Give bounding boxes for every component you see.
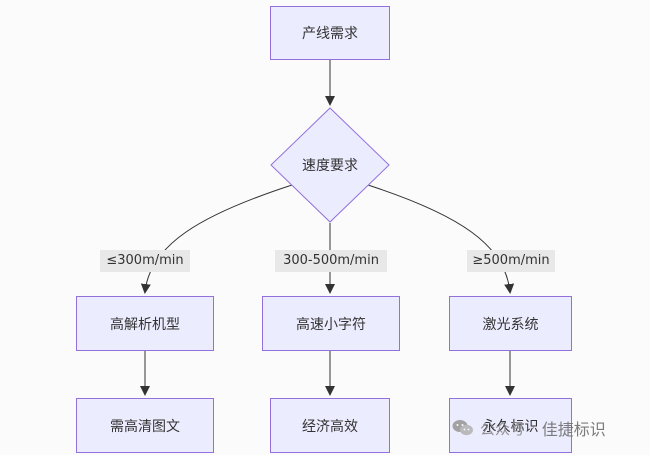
node-right-mid-label: 激光系统 xyxy=(482,316,539,333)
edge-label-left: ≤300m/min xyxy=(100,250,190,272)
decision-label: 速度要求 xyxy=(302,158,358,174)
edge-decision-to-right xyxy=(367,184,515,294)
watermark-platform: 公众号 xyxy=(480,419,526,438)
node-left-bottom-label: 需高清图文 xyxy=(110,418,180,435)
node-left-mid-label: 高解析机型 xyxy=(110,316,180,333)
node-left-bottom: 需高清图文 xyxy=(76,398,214,453)
node-right-bottom: 永久标识 xyxy=(449,398,572,453)
node-center-mid-label: 高速小字符 xyxy=(296,316,366,333)
decision-diamond xyxy=(270,107,390,223)
edge-label-right: ≥500m/min xyxy=(467,250,555,272)
node-left-mid: 高解析机型 xyxy=(76,296,214,351)
node-center-mid: 高速小字符 xyxy=(262,296,400,351)
wechat-icon xyxy=(452,420,473,436)
node-start: 产线需求 xyxy=(270,6,390,60)
node-center-bottom-label: 经济高效 xyxy=(302,418,358,435)
watermark-separator: · xyxy=(531,419,536,437)
edge-label-center: 300-500m/min xyxy=(275,250,387,272)
node-right-bottom-label: 永久标识 xyxy=(482,418,539,435)
watermark: 公众号 · 佳捷标识 xyxy=(452,414,606,442)
watermark-account: 佳捷标识 xyxy=(541,420,606,439)
node-start-label: 产线需求 xyxy=(302,26,358,42)
node-right-mid: 激光系统 xyxy=(449,296,572,351)
edge-decision-to-left xyxy=(140,184,293,294)
node-center-bottom: 经济高效 xyxy=(270,398,390,453)
